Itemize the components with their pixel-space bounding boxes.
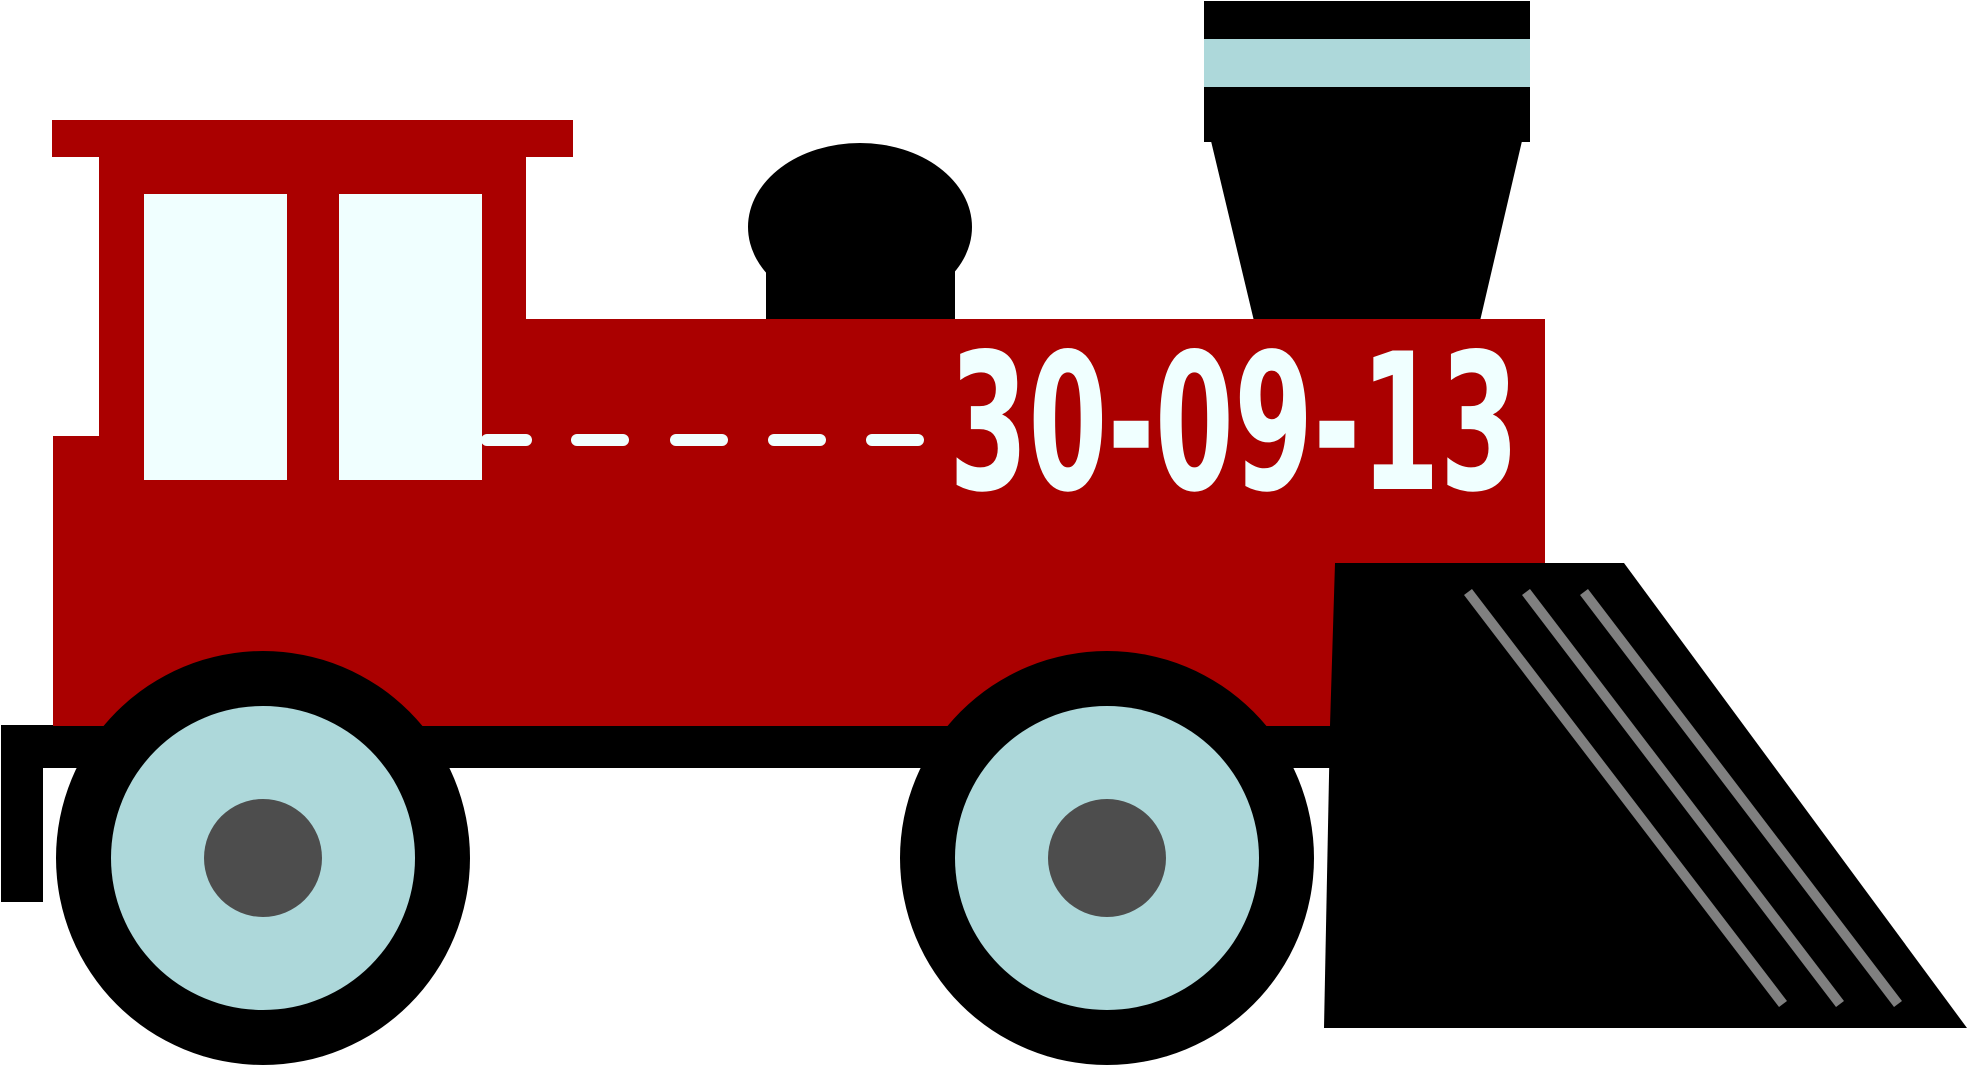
steam-dome bbox=[748, 143, 972, 322]
front-wheel bbox=[900, 651, 1314, 1065]
rear-wheel bbox=[56, 651, 470, 1065]
dashed-stripe bbox=[481, 434, 924, 446]
front-wheel-hub bbox=[1048, 799, 1166, 917]
chimney bbox=[1204, 1, 1530, 321]
cab-window-left bbox=[144, 194, 287, 480]
rear-wheel-hub bbox=[204, 799, 322, 917]
cowcatcher-stripe bbox=[1580, 588, 1902, 1008]
cowcatcher bbox=[1324, 563, 1967, 1028]
cowcatcher-stripe bbox=[1522, 588, 1844, 1008]
cab-window-right bbox=[339, 194, 482, 480]
date-label: 30-09-13 bbox=[949, 313, 1519, 534]
chimney-band bbox=[1204, 39, 1530, 87]
cowcatcher-stripe bbox=[1464, 588, 1787, 1008]
